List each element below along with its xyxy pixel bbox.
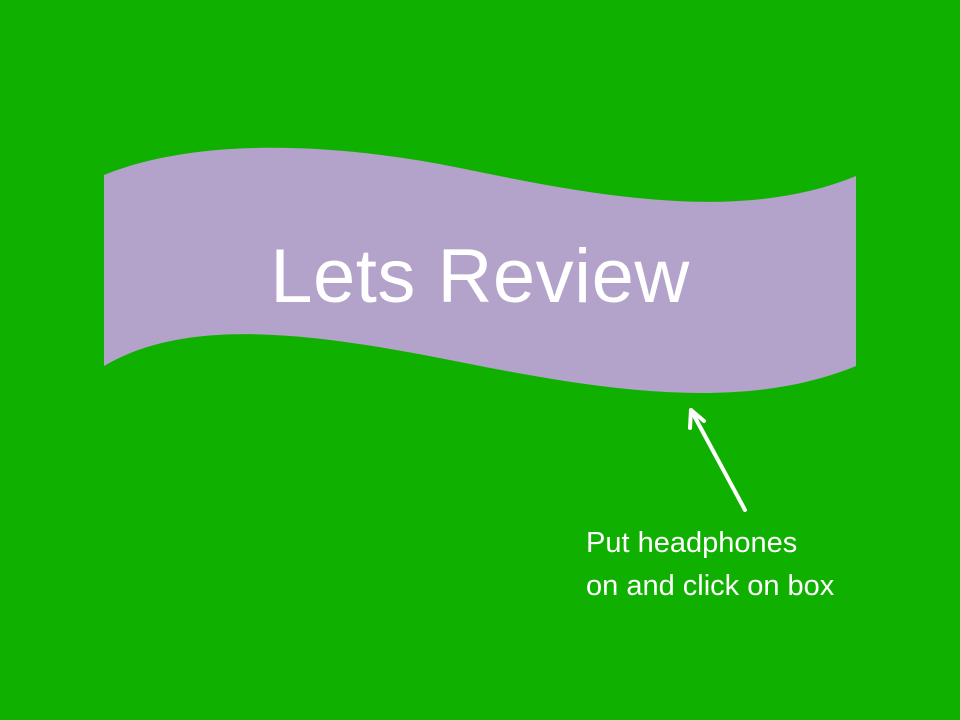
instruction-line-2: on and click on box (586, 570, 835, 602)
arrow-up-left-icon (688, 408, 747, 512)
review-banner-box[interactable] (104, 147, 856, 393)
instruction-line-1: Put headphones (586, 527, 798, 559)
banner-title[interactable]: Lets Review (270, 234, 690, 319)
instruction-text: Put headphones on and click on box (586, 522, 926, 608)
